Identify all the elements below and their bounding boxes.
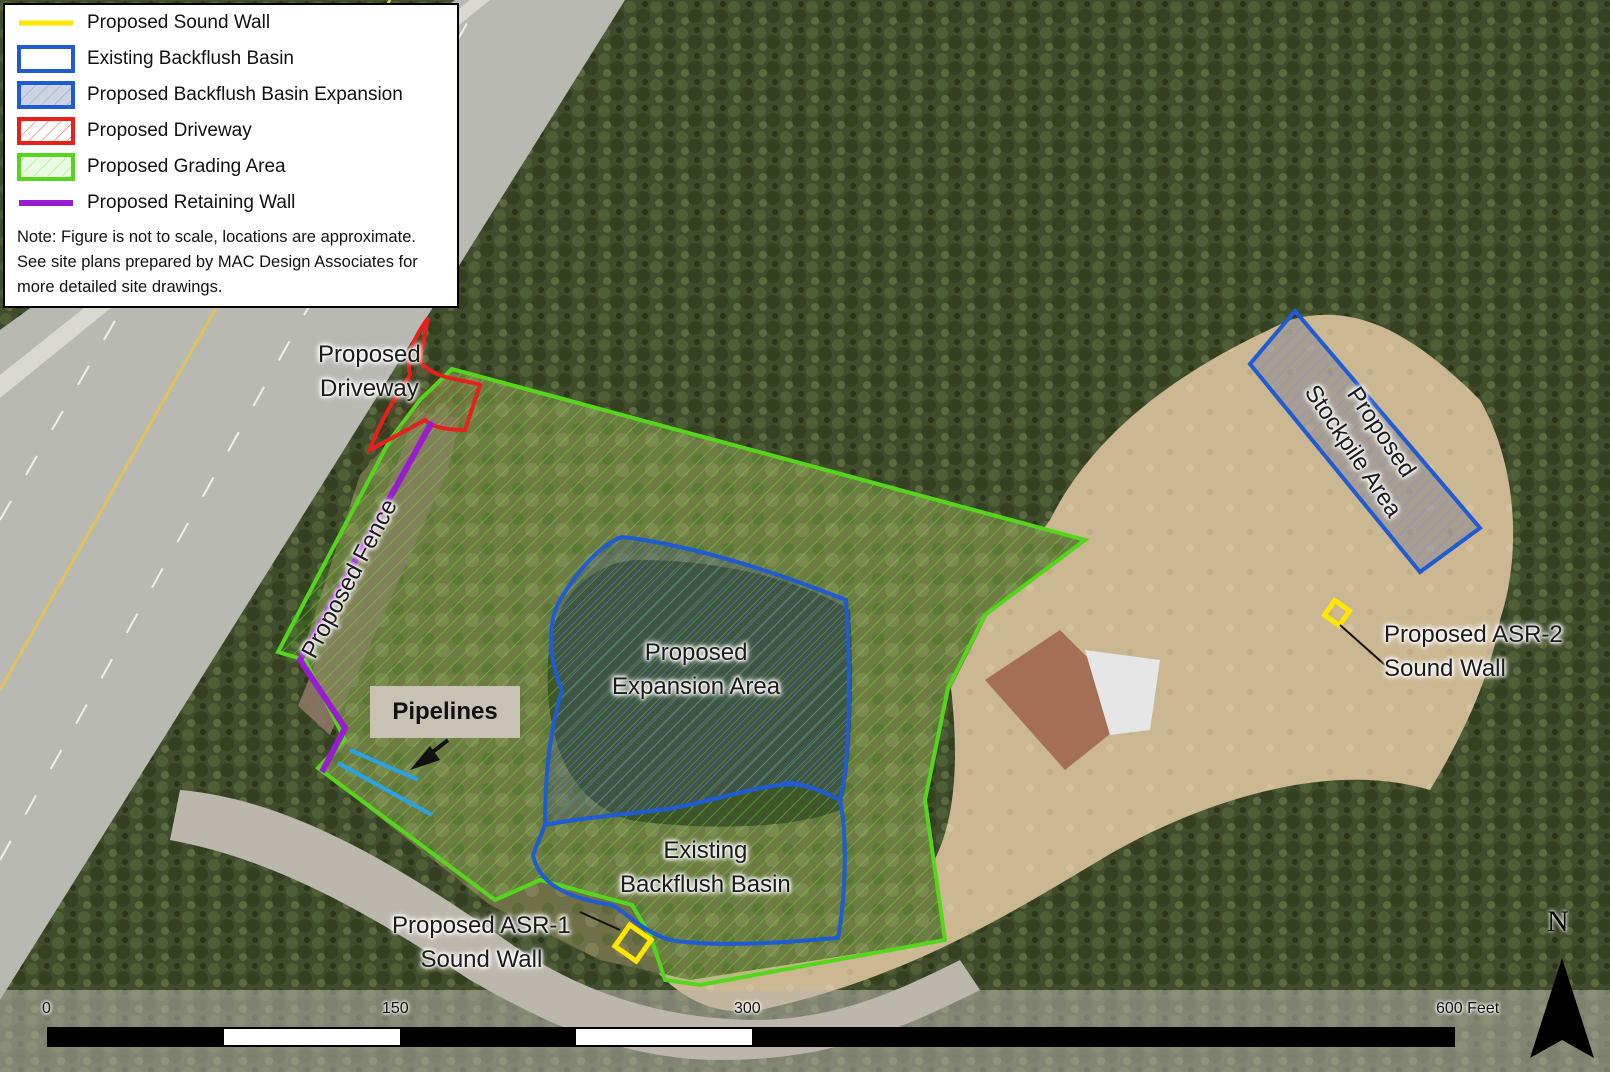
legend-item-basin-expansion: Proposed Backflush Basin Expansion	[15, 78, 403, 112]
driveway-label: Proposed Driveway	[318, 338, 421, 406]
expansion-area-label-line: Proposed	[644, 639, 748, 666]
legend-note: Note: Figure is not to scale, locations …	[17, 225, 457, 300]
backflush-basin-label: Existing Backflush Basin	[620, 834, 791, 902]
scale-tick-0: 0	[42, 1000, 51, 1017]
legend: Proposed Sound Wall Existing Backflush B…	[3, 3, 459, 308]
backflush-basin-label-line: Existing	[663, 837, 748, 864]
legend-existing-basin-symbol	[17, 45, 75, 73]
proposed-stockpile-area	[1247, 307, 1483, 575]
north-arrow	[1530, 958, 1594, 1058]
legend-item-retaining-wall: Proposed Retaining Wall	[15, 186, 295, 220]
asr-1-leader-line	[579, 911, 621, 931]
legend-grading-symbol	[17, 153, 75, 181]
asr-1-label-line: Sound Wall	[420, 946, 543, 973]
pipelines-callout-arrow	[410, 738, 450, 770]
legend-item-grading: Proposed Grading Area	[15, 150, 286, 184]
asr-2-sound-wall	[1320, 596, 1354, 630]
legend-item-driveway: Proposed Driveway	[15, 114, 252, 148]
legend-note-line: Note: Figure is not to scale, locations …	[17, 228, 416, 246]
legend-label: Proposed Sound Wall	[87, 12, 271, 33]
asr-2-leader-line	[1339, 624, 1386, 666]
legend-note-line: more detailed site drawings.	[17, 278, 223, 296]
north-arrow-label: N	[1547, 905, 1569, 938]
legend-item-existing-basin: Existing Backflush Basin	[15, 42, 294, 76]
existing-backflush-basin	[530, 782, 847, 946]
expansion-area-label-line: Expansion Area	[612, 673, 781, 700]
driveway-label-line: Proposed	[318, 341, 421, 368]
asr-2-label: Proposed ASR-2 Sound Wall	[1384, 618, 1563, 686]
legend-retaining-wall-symbol	[19, 200, 73, 206]
legend-sound-wall-symbol	[19, 20, 73, 26]
proposed-retaining-wall	[296, 420, 435, 774]
legend-note-line: See site plans prepared by MAC Design As…	[17, 253, 418, 271]
pipelines-callout: Pipelines	[370, 686, 520, 738]
pipelines	[337, 748, 433, 817]
scale-bar	[47, 1027, 1455, 1047]
asr-2-label-line: Proposed ASR-2	[1384, 621, 1563, 648]
legend-basin-expansion-symbol	[17, 81, 75, 109]
building	[985, 630, 1160, 770]
asr-2-label-line: Sound Wall	[1384, 655, 1506, 682]
driveway-label-line: Driveway	[320, 375, 419, 402]
proposed-driveway	[366, 316, 483, 455]
legend-label: Proposed Driveway	[87, 120, 252, 141]
legend-item-sound-wall: Proposed Sound Wall	[15, 6, 270, 40]
asr-1-sound-wall	[611, 921, 655, 965]
scale-tick-150: 150	[382, 1000, 409, 1017]
legend-label: Proposed Backflush Basin Expansion	[87, 84, 403, 105]
asr-1-label-line: Proposed ASR-1	[392, 912, 571, 939]
legend-label: Proposed Retaining Wall	[87, 192, 296, 213]
scale-tick-300: 300	[734, 1000, 761, 1017]
legend-driveway-symbol	[17, 117, 75, 145]
legend-label: Proposed Grading Area	[87, 156, 286, 177]
asr-1-label: Proposed ASR-1 Sound Wall	[392, 909, 571, 977]
expansion-area-label: Proposed Expansion Area	[612, 636, 780, 704]
backflush-basin-label-line: Backflush Basin	[620, 871, 791, 898]
scale-tick-600-feet: 600 Feet	[1436, 1000, 1500, 1017]
legend-label: Existing Backflush Basin	[87, 48, 294, 69]
